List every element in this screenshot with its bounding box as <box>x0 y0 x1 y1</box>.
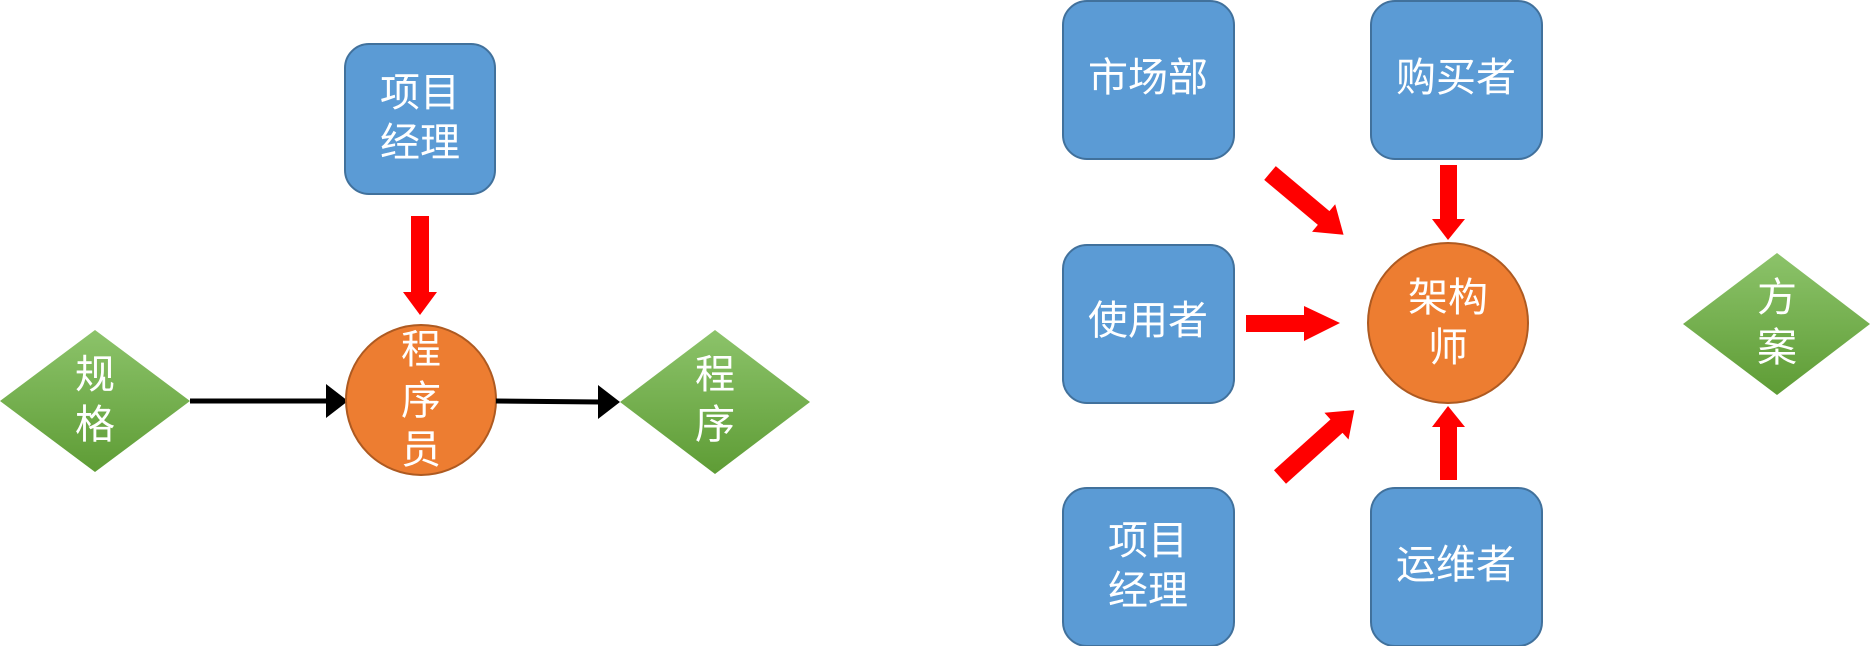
left-arrow-spec-to-programmer <box>190 384 348 418</box>
left-manager-label-line1: 项目 <box>380 70 460 116</box>
right-solution-label-line1: 方 <box>1757 275 1797 321</box>
right-buyer-node: 购买者 <box>1370 0 1543 160</box>
right-arrow-marketing-to-architect <box>1264 166 1344 235</box>
left-arrow-programmer-to-program <box>495 385 620 419</box>
right-architect-node: 架构 师 <box>1367 242 1529 404</box>
right-manager-label-line1: 项目 <box>1108 518 1188 564</box>
left-programmer-node: 程 序 员 <box>345 324 497 476</box>
right-user-label: 使用者 <box>1088 298 1208 344</box>
left-spec-label-line1: 规 <box>75 352 115 398</box>
left-manager-label-line2: 经理 <box>380 120 460 166</box>
right-manager-node: 项目 经理 <box>1062 487 1235 646</box>
left-program-label-line1: 程 <box>695 352 735 398</box>
left-manager-node: 项目 经理 <box>344 43 496 195</box>
right-marketing-node: 市场部 <box>1062 0 1235 160</box>
right-arrow-user-to-architect <box>1246 306 1340 341</box>
right-solution-label-line2: 案 <box>1757 325 1797 371</box>
right-ops-node: 运维者 <box>1370 487 1543 646</box>
right-user-node: 使用者 <box>1062 244 1235 404</box>
left-program-node: 程 序 <box>620 330 810 474</box>
left-diagram: 项目 经理 规 格 程 序 员 <box>0 43 810 476</box>
left-program-label-line2: 序 <box>695 402 735 448</box>
right-marketing-label: 市场部 <box>1088 55 1208 101</box>
left-spec-label-line2: 格 <box>75 402 115 448</box>
right-solution-node: 方 案 <box>1683 253 1870 395</box>
right-arrow-buyer-to-architect <box>1432 165 1465 240</box>
left-programmer-label-line3: 员 <box>401 427 441 473</box>
right-architect-label-line2: 师 <box>1428 325 1468 371</box>
right-ops-label: 运维者 <box>1396 542 1516 588</box>
right-arrow-manager-to-architect <box>1273 410 1355 484</box>
left-arrow-manager-to-programmer <box>403 216 437 315</box>
left-programmer-label-line2: 序 <box>401 378 441 424</box>
right-architect-label-line1: 架构 <box>1408 275 1488 321</box>
right-diagram: 市场部 购买者 使用者 项目 经理 运维者 架构 师 <box>1062 0 1870 646</box>
left-programmer-label-line1: 程 <box>401 327 441 373</box>
right-buyer-label: 购买者 <box>1396 55 1516 101</box>
left-spec-node: 规 格 <box>0 330 190 472</box>
right-arrow-ops-to-architect <box>1432 406 1465 480</box>
right-manager-label-line2: 经理 <box>1108 568 1188 614</box>
